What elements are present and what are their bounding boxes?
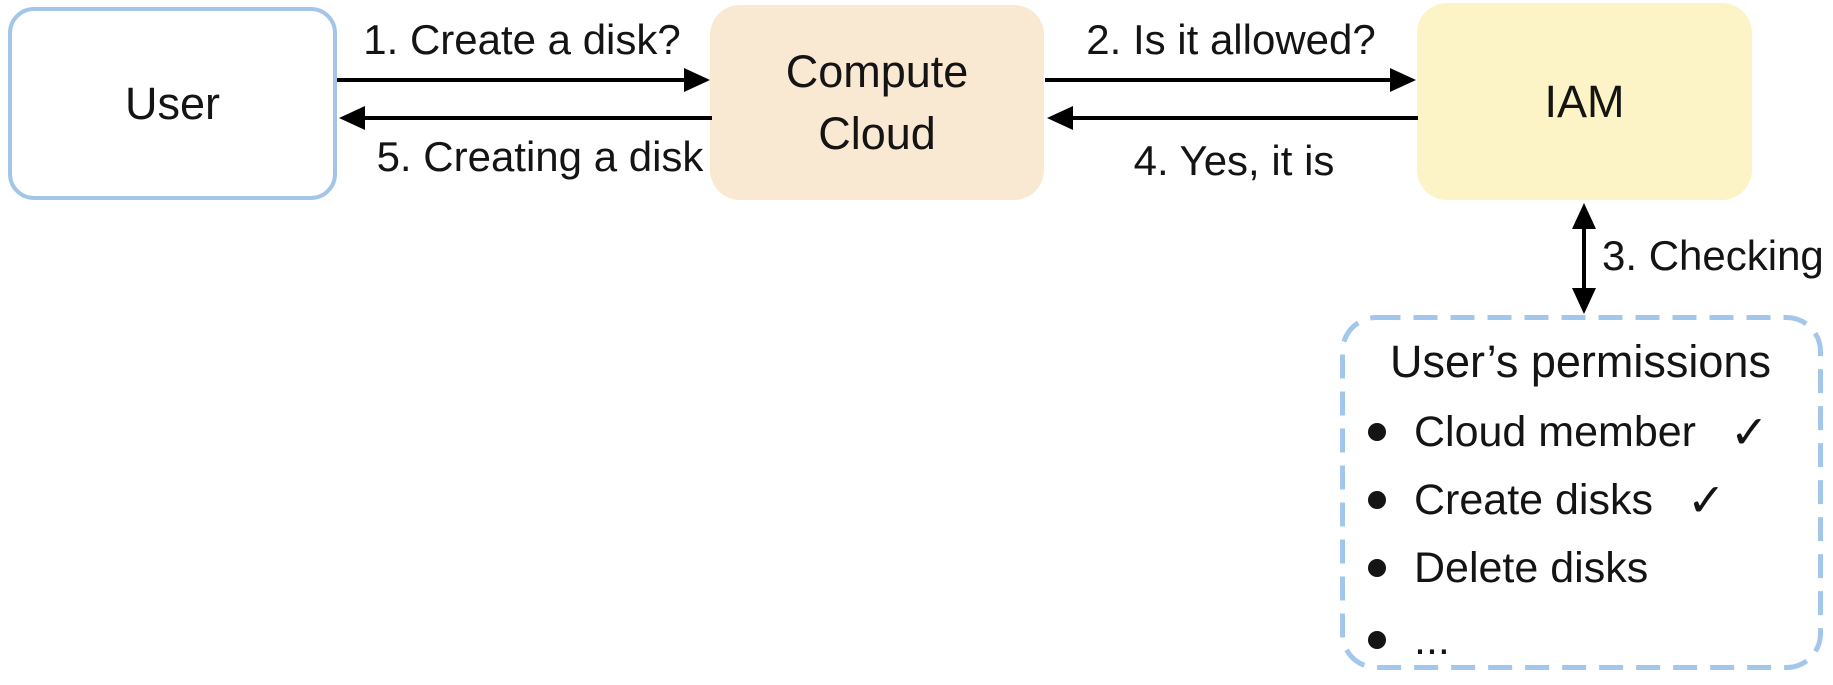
bullet-icon bbox=[1368, 491, 1386, 509]
node-iam-label: IAM bbox=[1544, 75, 1625, 127]
node-user: User bbox=[8, 7, 337, 200]
arrow-step1 bbox=[337, 68, 710, 92]
label-step5: 5. Creating a disk bbox=[376, 133, 704, 180]
label-step4: 4. Yes, it is bbox=[1133, 137, 1335, 184]
node-compute-cloud: Compute Cloud bbox=[710, 5, 1044, 200]
arrow-step2 bbox=[1045, 68, 1416, 92]
permission-label: ... bbox=[1414, 615, 1450, 664]
label-step1: 1. Create a disk? bbox=[363, 16, 681, 63]
node-user-label: User bbox=[124, 77, 220, 129]
permissions-title: User’s permissions bbox=[1390, 336, 1771, 387]
arrow-step3 bbox=[1572, 203, 1596, 314]
bullet-icon bbox=[1368, 423, 1386, 441]
node-compute-cloud-label: Compute Cloud bbox=[785, 45, 969, 159]
permission-item: Create disks ✓ bbox=[1368, 474, 1726, 526]
permission-item: ... bbox=[1368, 614, 1484, 666]
bullet-icon bbox=[1368, 631, 1386, 649]
label-step2: 2. Is it allowed? bbox=[1086, 16, 1376, 63]
check-icon: ✓ bbox=[1730, 406, 1769, 458]
bullet-icon bbox=[1368, 559, 1386, 577]
permission-label: Create disks bbox=[1414, 475, 1653, 524]
node-iam: IAM bbox=[1417, 3, 1752, 200]
check-icon: ✓ bbox=[1686, 474, 1726, 526]
permission-label: Cloud member bbox=[1414, 407, 1696, 456]
arrow-step5 bbox=[339, 106, 712, 130]
arrow-step4 bbox=[1047, 106, 1418, 130]
label-step3: 3. Checking bbox=[1602, 232, 1824, 279]
permission-item: Delete disks bbox=[1368, 542, 1682, 594]
permission-item: Cloud member ✓ bbox=[1368, 406, 1769, 458]
permission-label: Delete disks bbox=[1414, 543, 1649, 592]
